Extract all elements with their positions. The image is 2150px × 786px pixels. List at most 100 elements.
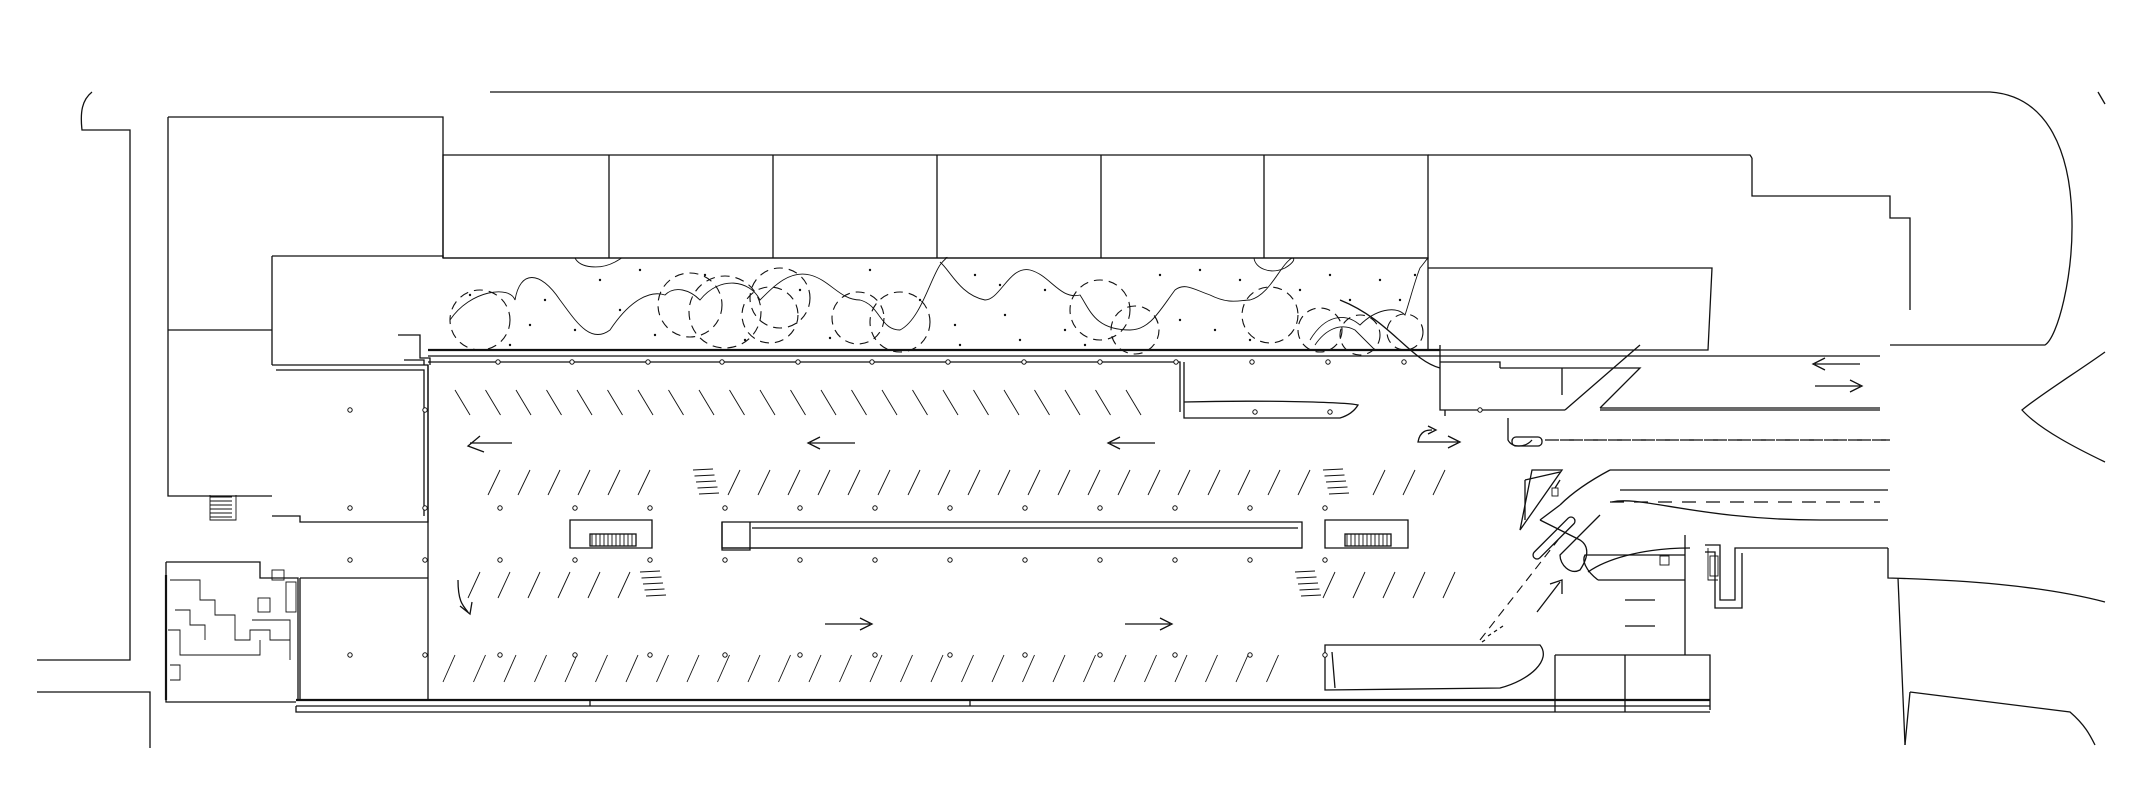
parking-stall-line xyxy=(851,389,867,416)
parking-stall-line xyxy=(1144,654,1157,683)
parking-stall-line xyxy=(961,654,974,683)
arrow-left-icon xyxy=(1811,357,1860,371)
parking-stall-line xyxy=(698,389,715,416)
parking-stall-line xyxy=(1052,654,1066,683)
column-dot xyxy=(722,652,728,658)
parking-stall-line xyxy=(912,389,928,416)
parking-stall-line xyxy=(997,469,1011,496)
parking-stall-line xyxy=(1027,469,1041,496)
parking-stall-line xyxy=(839,654,852,683)
parking-stall-line xyxy=(668,389,684,416)
parking-stall-line xyxy=(515,389,532,416)
parking-stall-line xyxy=(881,389,898,416)
arrow-right-icon xyxy=(825,617,874,631)
column-dot xyxy=(422,652,428,658)
parking-stall-line xyxy=(1057,469,1071,496)
parking-stall-line xyxy=(930,654,944,683)
parking-stall-line xyxy=(564,654,578,683)
column-dot xyxy=(347,652,353,658)
parking-stall-line xyxy=(617,571,631,599)
parking-stall-line xyxy=(497,571,511,599)
parking-stall-line xyxy=(973,389,989,416)
column-dot xyxy=(1172,652,1178,658)
arrow-uturn-icon xyxy=(1417,425,1462,449)
parking-stall-line xyxy=(576,389,593,416)
parking-stall-line xyxy=(1442,571,1456,599)
parking-stall-line xyxy=(1267,469,1281,496)
arrow-left-icon xyxy=(806,436,855,450)
column-dot xyxy=(1247,652,1253,658)
parking-stall-line xyxy=(485,389,501,416)
column-dot xyxy=(1173,359,1179,365)
parking-stall-line xyxy=(527,571,541,599)
column-dot xyxy=(1172,505,1178,511)
parking-stall-line xyxy=(778,654,791,683)
building-right-lower xyxy=(1554,535,1888,712)
column-dot xyxy=(1022,557,1028,563)
tree-canopies xyxy=(449,267,1424,356)
column-dot xyxy=(945,359,951,365)
planting-strip xyxy=(443,256,1429,356)
column-dot xyxy=(1247,505,1253,511)
hatch-line xyxy=(1327,486,1348,489)
traffic-arrows xyxy=(457,357,1864,631)
parking-stall-line xyxy=(1087,469,1101,496)
parking-stall-line xyxy=(1412,571,1426,599)
parking-stall-line xyxy=(1266,654,1279,683)
parking-stall-line xyxy=(1432,469,1446,496)
parking-stall-line xyxy=(1177,469,1191,496)
column-dot xyxy=(1249,359,1255,365)
parking-stall-line xyxy=(1117,469,1131,496)
column-dot xyxy=(1022,652,1028,658)
column-dot xyxy=(872,652,878,658)
parking-stall-line xyxy=(1095,389,1111,416)
parking-stall-line xyxy=(1402,469,1416,496)
column-dot xyxy=(347,557,353,563)
parking-stall-line xyxy=(747,654,761,683)
hatch-line xyxy=(1300,594,1322,597)
column-dot xyxy=(1097,557,1103,563)
parking-stall-line xyxy=(1125,389,1142,416)
hatch-line xyxy=(645,594,667,597)
column-dot xyxy=(1325,359,1331,365)
hatch-line xyxy=(1294,570,1316,573)
parking-stall-line xyxy=(595,654,608,683)
column-dot xyxy=(1322,652,1328,658)
parking-stall-line xyxy=(1352,571,1366,599)
column-dot xyxy=(569,359,575,365)
parking-stall-line xyxy=(1113,654,1127,683)
column-dot xyxy=(1247,557,1253,563)
parking-stall-line xyxy=(757,469,771,496)
arrow-right-icon xyxy=(1125,617,1174,631)
center-island xyxy=(209,495,1409,551)
column-dot xyxy=(719,359,725,365)
parking-stall-line xyxy=(877,469,891,496)
parking-stall-line xyxy=(991,654,1005,683)
column-dot xyxy=(1322,505,1328,511)
column-dot xyxy=(795,359,801,365)
column-dot xyxy=(947,652,953,658)
road-markings xyxy=(1479,418,1890,643)
hatch-line xyxy=(1297,582,1319,585)
arrow-left-icon xyxy=(1106,436,1155,450)
column-dot xyxy=(797,505,803,511)
parking-stall-line xyxy=(637,389,654,416)
column-dot xyxy=(1172,557,1178,563)
column-dot xyxy=(1322,557,1328,563)
column-dot xyxy=(647,652,653,658)
parking-stall-line xyxy=(487,469,501,496)
column-dot xyxy=(497,505,503,511)
parking-stall-line xyxy=(503,654,517,683)
column-dot xyxy=(1022,505,1028,511)
parking-stall-line xyxy=(847,469,861,496)
parking-stall-line xyxy=(547,469,561,496)
column-dot xyxy=(572,505,578,511)
parking-stall-line xyxy=(1207,469,1221,496)
parking-lot xyxy=(272,299,1880,713)
crosswalk-hatch-marks xyxy=(639,468,1350,597)
column-dot xyxy=(797,652,803,658)
column-dot xyxy=(947,557,953,563)
column-dot xyxy=(869,359,875,365)
parking-stall-line xyxy=(546,389,562,416)
